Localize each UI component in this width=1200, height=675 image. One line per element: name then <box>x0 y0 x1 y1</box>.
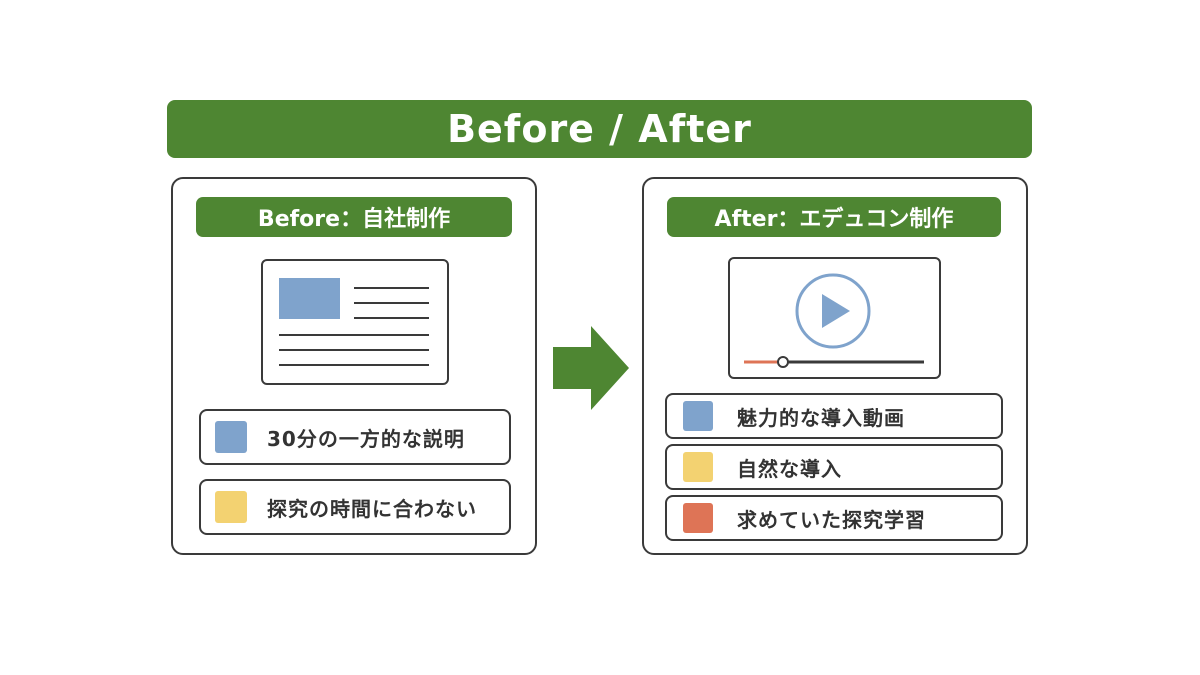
after-item: 自然な導入 <box>665 444 1003 490</box>
before-panel: Before：自社制作 30分の一方的な説明 探究の時間に合わない <box>171 177 537 555</box>
yellow-square-icon <box>215 491 247 523</box>
after-header-label: After：エデュコン制作 <box>714 207 954 232</box>
after-header: After：エデュコン制作 <box>667 197 1001 237</box>
after-item: 求めていた探究学習 <box>665 495 1003 541</box>
before-item-text: 探究の時間に合わない <box>267 496 477 521</box>
blue-square-icon <box>683 401 713 431</box>
play-icon <box>822 294 850 328</box>
blue-square-icon <box>215 421 247 453</box>
after-item-text: 自然な導入 <box>737 456 842 481</box>
document-icon <box>261 259 449 385</box>
after-panel: After：エデュコン制作 魅力的な導入動画 自然な導入 求めていた探究学習 <box>642 177 1028 555</box>
after-item-text: 求めていた探究学習 <box>737 507 926 532</box>
title-banner: Before / After <box>167 100 1032 158</box>
yellow-square-icon <box>683 452 713 482</box>
before-item: 30分の一方的な説明 <box>199 409 511 465</box>
video-player-icon <box>728 257 941 379</box>
page-title: Before / After <box>447 107 752 151</box>
right-arrow-icon <box>553 326 629 414</box>
before-item: 探究の時間に合わない <box>199 479 511 535</box>
orange-square-icon <box>683 503 713 533</box>
after-item: 魅力的な導入動画 <box>665 393 1003 439</box>
before-header: Before：自社制作 <box>196 197 512 237</box>
before-header-label: Before：自社制作 <box>257 207 451 232</box>
after-item-text: 魅力的な導入動画 <box>737 405 905 430</box>
before-item-text: 30分の一方的な説明 <box>267 426 465 451</box>
